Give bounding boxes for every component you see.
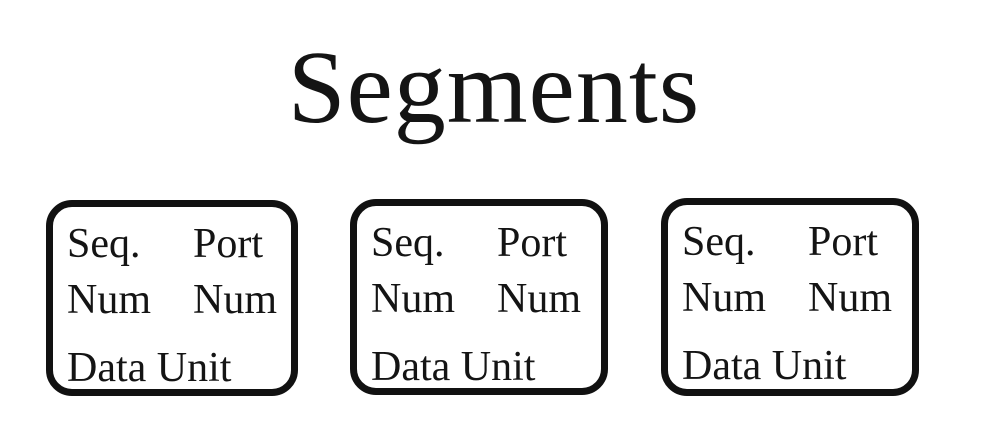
segment-box-2: Seq. Num Port Num Data Unit: [350, 199, 608, 395]
seq-label: Seq.: [67, 221, 141, 267]
port-num-label: Num: [193, 277, 277, 323]
seq-label: Seq.: [371, 220, 445, 266]
diagram-title: Segments: [287, 30, 701, 145]
seq-num-label: Num: [371, 276, 455, 322]
segment-box-1: Seq. Num Port Num Data Unit: [46, 200, 298, 396]
seq-num-label: Num: [67, 277, 151, 323]
port-label: Port: [193, 221, 264, 267]
port-label: Port: [497, 220, 568, 266]
port-label: Port: [808, 219, 879, 265]
seq-label: Seq.: [682, 219, 756, 265]
port-num-label: Num: [497, 276, 581, 322]
data-unit-label: Data Unit: [371, 344, 536, 390]
seq-num-label: Num: [682, 275, 766, 321]
port-num-label: Num: [808, 275, 892, 321]
segment-box-3: Seq. Num Port Num Data Unit: [661, 198, 919, 396]
data-unit-label: Data Unit: [682, 343, 847, 389]
data-unit-label: Data Unit: [67, 345, 232, 391]
